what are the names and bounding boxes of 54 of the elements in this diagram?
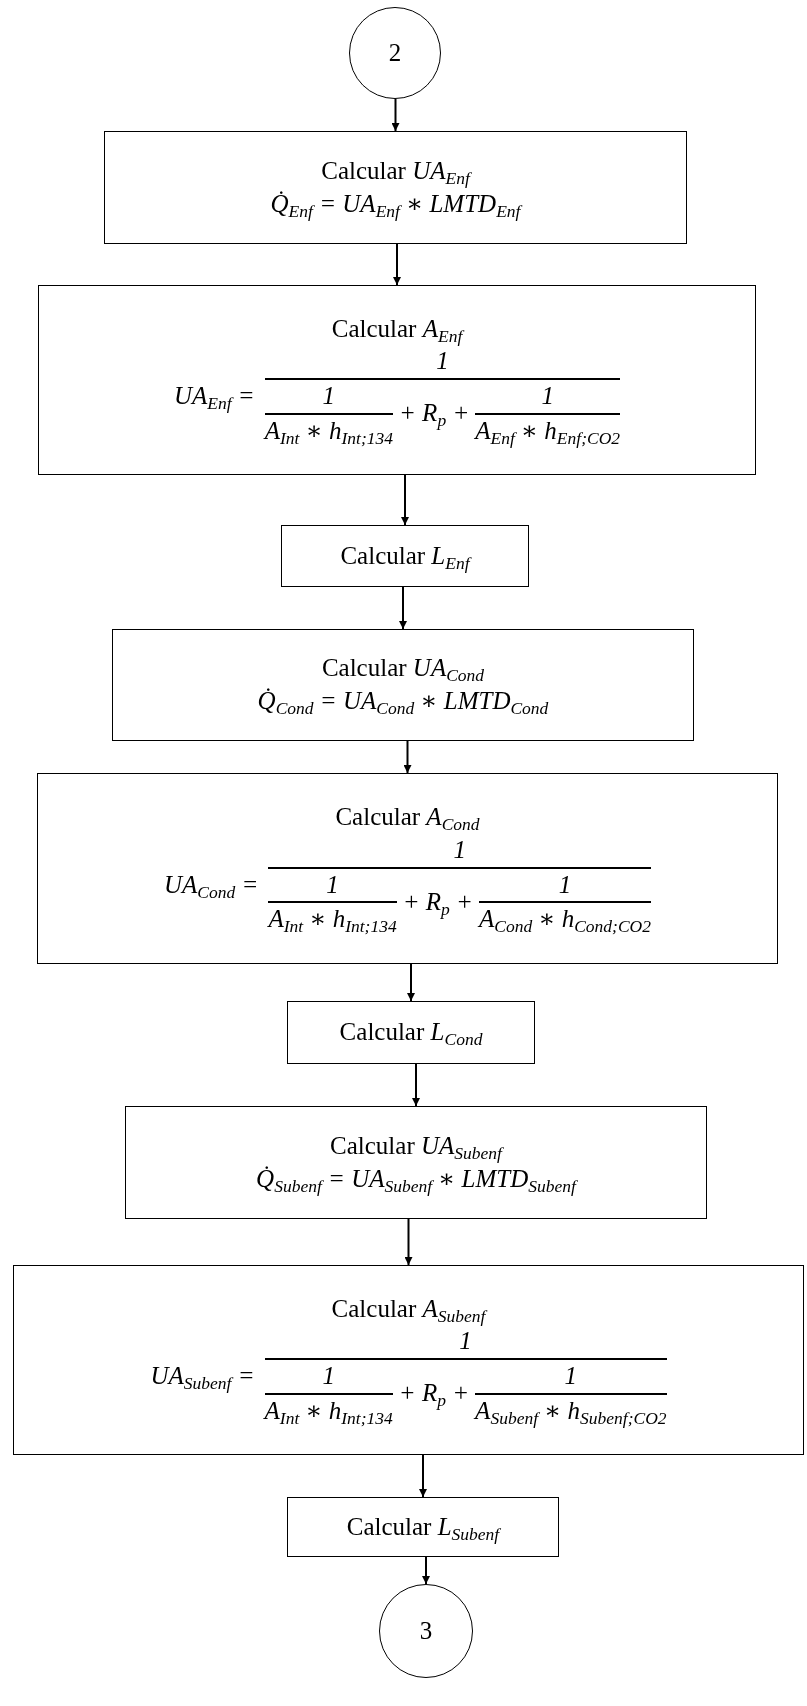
numerator: 1 — [558, 870, 572, 900]
arrow — [403, 740, 412, 774]
step-heading: Calcular UA$_{Cond}$ — [321, 654, 485, 683]
denominator: A$_{Int}$ ∗ h$_{Int;134}$ — [264, 1396, 393, 1426]
numerator: 1 — [436, 347, 449, 376]
step-heading: Calcular A$_{Enf}$ — [331, 314, 463, 344]
formula: Q̇$_{Subenf}$ = UA$_{Subenf}$ ∗ LMTD$_{Subenf}$ — [256, 1164, 576, 1194]
step-heading: Calcular L$_{Subenf}$ — [346, 1512, 500, 1542]
process-box — [287, 1001, 535, 1064]
numerator: 1 — [322, 382, 336, 411]
step-heading: 2 — [388, 38, 402, 68]
step-heading: Calcular A$_{Cond}$ — [335, 803, 480, 832]
process-box — [287, 1497, 559, 1557]
process-box — [104, 131, 687, 244]
denominator: A$_{Int}$ ∗ h$_{Int;134}$ — [268, 905, 397, 934]
step-heading: 3 — [419, 1616, 433, 1646]
process-box — [112, 629, 694, 741]
denominator: A$_{Int}$ ∗ h$_{Int;134}$ — [264, 416, 393, 446]
process-box — [281, 525, 529, 587]
formula-term: + R$_{p}$ + — [402, 887, 473, 917]
denominator: A$_{Cond}$ ∗ h$_{Cond;CO2}$ — [478, 905, 651, 934]
denominator: A$_{Enf}$ ∗ h$_{Enf;CO2}$ — [475, 416, 621, 446]
denominator: A$_{Subenf}$ ∗ h$_{Subenf;CO2}$ — [475, 1396, 667, 1426]
arrow — [399, 586, 407, 630]
arrow — [419, 1454, 427, 1498]
process-box — [38, 285, 756, 475]
formula: Q̇$_{Cond}$ = UA$_{Cond}$ ∗ LMTD$_{Cond}$ — [257, 687, 549, 716]
step-heading: Calcular UA$_{Subenf}$ — [330, 1131, 502, 1161]
arrow — [412, 1063, 420, 1107]
formula-term: + R$_{p}$ + — [398, 399, 470, 429]
numerator: 1 — [453, 835, 466, 865]
arrow — [391, 98, 400, 132]
arrow — [404, 1218, 413, 1266]
formula-lhs: UA$_{Subenf}$ = — [150, 1362, 255, 1391]
numerator: 1 — [541, 382, 554, 411]
arrow — [407, 963, 415, 1002]
step-heading: Calcular L$_{Enf}$ — [340, 541, 470, 571]
process-box — [37, 773, 778, 964]
numerator: 1 — [326, 870, 339, 900]
formula-lhs: UA$_{Enf}$ = — [173, 382, 255, 411]
process-box — [125, 1106, 707, 1219]
step-heading: Calcular L$_{Cond}$ — [339, 1018, 483, 1047]
step-heading: Calcular A$_{Subenf}$ — [331, 1294, 486, 1324]
formula-lhs: UA$_{Cond}$ = — [164, 870, 259, 900]
process-box — [13, 1265, 804, 1455]
formula: Q̇$_{Enf}$ = UA$_{Enf}$ ∗ LMTD$_{Enf}$ — [270, 189, 521, 219]
numerator: 1 — [322, 1362, 335, 1391]
step-heading: Calcular UA$_{Enf}$ — [321, 156, 470, 186]
arrow — [401, 474, 409, 526]
arrow — [422, 1556, 430, 1585]
numerator: 1 — [564, 1362, 578, 1391]
formula-term: + R$_{p}$ + — [398, 1379, 470, 1409]
arrow — [393, 243, 401, 286]
numerator: 1 — [459, 1327, 472, 1356]
